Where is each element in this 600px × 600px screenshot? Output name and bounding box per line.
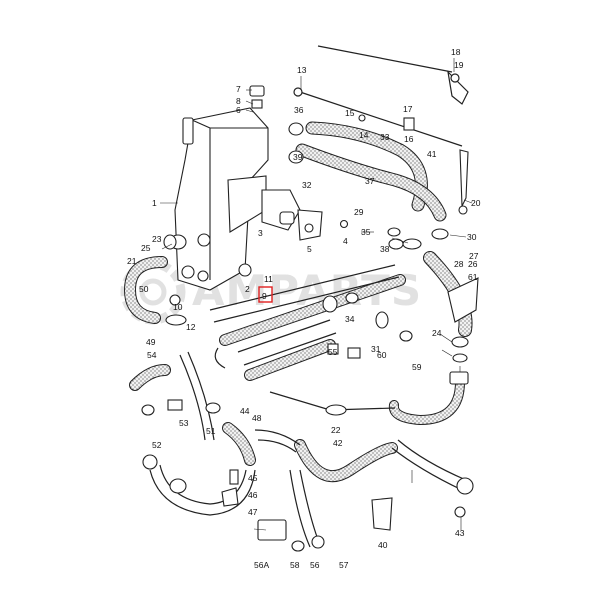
callout-label: 5 xyxy=(307,244,312,254)
callout-label: 55 xyxy=(328,347,338,357)
callout-label: 58 xyxy=(290,560,300,570)
callout-label: 43 xyxy=(455,528,465,538)
callout-label: 8 xyxy=(236,96,241,106)
callout-label: 21 xyxy=(127,256,137,266)
callout-label: 31 xyxy=(371,344,381,354)
callout-label: 38 xyxy=(380,244,390,254)
callout-label: 59 xyxy=(412,362,422,372)
fittings xyxy=(141,85,479,552)
callout-label: 27 xyxy=(469,251,479,261)
callout-label: 32 xyxy=(302,180,312,190)
callout-label: 37 xyxy=(365,176,375,186)
callout-label: 39 xyxy=(293,152,303,162)
callout-label: 53 xyxy=(179,418,189,428)
callout-label: 29 xyxy=(354,207,364,217)
callout-label: 4 xyxy=(343,236,348,246)
callout-label: 24 xyxy=(432,328,442,338)
callout-label: 28 xyxy=(454,259,464,269)
callout-label: 48 xyxy=(252,413,262,423)
callout-label: 7 xyxy=(236,84,241,94)
callout-label: 26 xyxy=(468,259,478,269)
callout-label: 14 xyxy=(359,130,369,140)
callout-label: 56A xyxy=(254,560,269,570)
callout-label: 1 xyxy=(152,198,157,208)
callout-label: 47 xyxy=(248,507,258,517)
callout-label: 56 xyxy=(310,560,320,570)
callout-label: 52 xyxy=(152,440,162,450)
callout-label: 9 xyxy=(262,291,267,301)
callout-label: 30 xyxy=(467,232,477,242)
callout-label: 36 xyxy=(294,105,304,115)
callout-label: 44 xyxy=(240,406,250,416)
callout-label: 13 xyxy=(297,65,307,75)
callout-label: 23 xyxy=(152,234,162,244)
callout-label: 16 xyxy=(404,134,414,144)
callout-label: 49 xyxy=(146,337,156,347)
leader-lines xyxy=(160,58,473,531)
callout-label: 3 xyxy=(258,228,263,238)
oil-tank xyxy=(174,107,269,291)
callout-label: 57 xyxy=(339,560,349,570)
callout-label: 11 xyxy=(264,274,273,284)
callout-label: 20 xyxy=(471,198,481,208)
callout-label: 40 xyxy=(378,540,388,550)
callout-label: 12 xyxy=(186,322,196,332)
callout-label: 18 xyxy=(451,47,461,57)
callout-label: 61 xyxy=(468,272,478,282)
callout-label: 15 xyxy=(345,108,355,118)
callout-label: 41 xyxy=(427,149,437,159)
hoses xyxy=(123,121,473,483)
callout-label: 42 xyxy=(333,438,343,448)
callout-label: 34 xyxy=(345,314,355,324)
tubes xyxy=(149,264,467,548)
callout-label: 19 xyxy=(454,60,464,70)
callout-label: 54 xyxy=(147,350,157,360)
highlight-box xyxy=(258,286,273,303)
callout-label: 33 xyxy=(380,132,390,142)
callout-label: 6 xyxy=(236,105,241,115)
callout-label: 17 xyxy=(403,104,413,114)
callout-label: 10 xyxy=(173,302,183,312)
callout-label: 2 xyxy=(245,284,250,294)
callout-label: 25 xyxy=(141,243,151,253)
callout-label: 22 xyxy=(331,425,341,435)
callout-label: 60 xyxy=(377,350,387,360)
callout-label: 46 xyxy=(248,490,258,500)
callout-label: 45 xyxy=(248,473,258,483)
breather-rod xyxy=(293,45,469,147)
callout-label: 50 xyxy=(139,284,149,294)
callout-label: 51 xyxy=(206,426,216,436)
